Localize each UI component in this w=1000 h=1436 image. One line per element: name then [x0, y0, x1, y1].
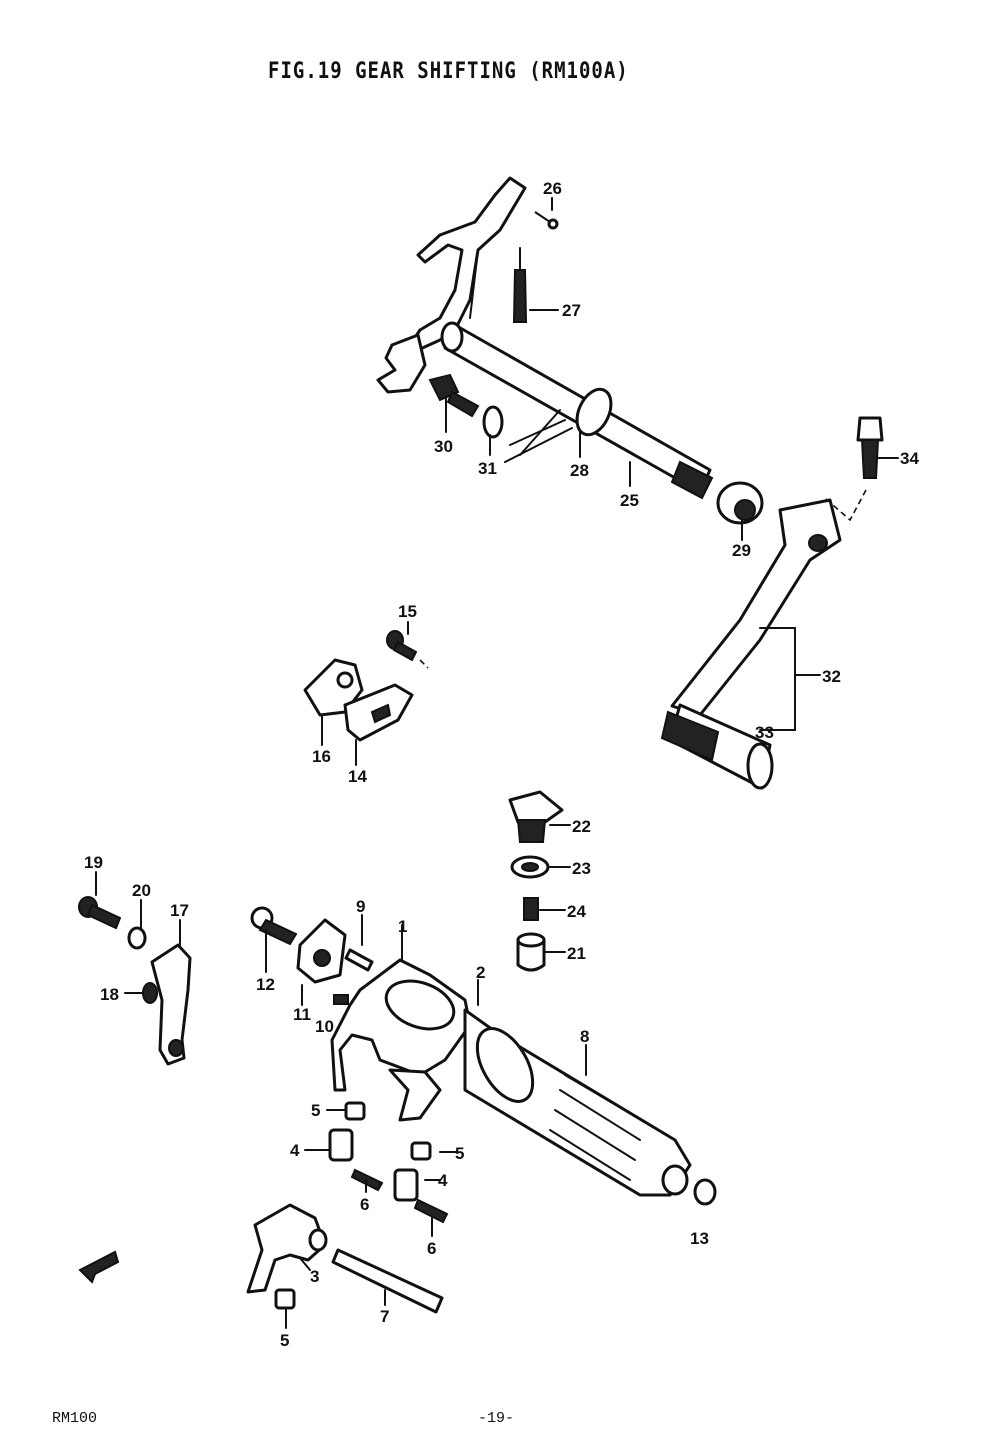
spring-18 — [142, 982, 158, 1004]
callout-11: 11 — [293, 1005, 311, 1024]
callout-23: 23 — [572, 859, 591, 878]
leader-lines — [95, 197, 899, 1329]
spring-24 — [523, 897, 539, 921]
pin-9 — [344, 948, 374, 972]
oring-13 — [693, 1178, 717, 1206]
gear-shift-shaft — [440, 321, 714, 500]
callout-27: 27 — [562, 301, 581, 320]
pin-10 — [333, 994, 349, 1005]
arrow-marker — [78, 1250, 120, 1284]
screw-15 — [386, 630, 429, 669]
callout-1: 1 — [398, 917, 407, 936]
callout-12: 12 — [256, 975, 275, 994]
gearshift-lever — [660, 498, 842, 790]
callout-34: 34 — [900, 449, 919, 468]
bolt-19 — [78, 896, 122, 930]
figure-title: FIG.19 GEAR SHIFTING (RM100A) — [268, 58, 629, 84]
callout-4a: 4 — [290, 1141, 300, 1160]
cam-stopper-21 — [516, 932, 546, 972]
callout-32: 32 — [822, 667, 841, 686]
callout-15: 15 — [398, 602, 417, 621]
callout-5b: 5 — [455, 1144, 464, 1163]
plug-22 — [508, 790, 564, 843]
callout-2: 2 — [476, 963, 485, 982]
footer-page-number: -19- — [478, 1410, 515, 1427]
washer-20 — [127, 926, 147, 950]
fork-shaft-7 — [331, 1248, 444, 1314]
callout-26: 26 — [543, 179, 562, 198]
cam-stopper-plate-11 — [296, 918, 347, 984]
callout-16: 16 — [312, 747, 331, 766]
callout-30: 30 — [434, 437, 453, 456]
spring-pin-27 — [512, 247, 528, 323]
callout-5a: 5 — [311, 1101, 320, 1120]
callout-7: 7 — [380, 1307, 389, 1326]
callout-20: 20 — [132, 881, 151, 900]
gear-shift-cam-stopper — [303, 658, 414, 742]
callout-28: 28 — [570, 461, 589, 480]
callout-21: 21 — [567, 944, 586, 963]
gear-shift-fork-3 — [246, 1203, 328, 1294]
shift-cam-stopper-17 — [150, 943, 192, 1066]
callout-9: 9 — [356, 897, 365, 916]
bolt-12 — [250, 906, 298, 946]
callout-19: 19 — [84, 853, 103, 872]
pin-26 — [534, 211, 559, 230]
footer-model: RM100 — [52, 1410, 98, 1427]
gasket-23 — [510, 855, 550, 879]
callout-14: 14 — [348, 767, 367, 786]
callout-22: 22 — [572, 817, 591, 836]
shaft-return-spring — [504, 387, 613, 463]
callout-labels: 26 27 30 31 28 25 29 34 32 33 15 16 14 2… — [84, 179, 919, 1350]
callout-29: 29 — [732, 541, 751, 560]
gear-shift-shaft-arm — [376, 176, 527, 394]
lever-bolt-34 — [824, 416, 884, 522]
bolt-30 — [428, 373, 480, 418]
callout-5c: 5 — [280, 1331, 289, 1350]
callout-25: 25 — [620, 491, 639, 510]
callout-10: 10 — [315, 1017, 334, 1036]
callout-24: 24 — [567, 902, 586, 921]
callout-6b: 6 — [427, 1239, 436, 1258]
oil-seal-29 — [716, 481, 764, 525]
gear-shift-forks — [330, 958, 472, 1122]
callout-31: 31 — [478, 459, 497, 478]
callout-13: 13 — [690, 1229, 709, 1248]
callout-8: 8 — [580, 1027, 589, 1046]
callout-17: 17 — [170, 901, 189, 920]
callout-33: 33 — [755, 723, 774, 742]
gear-shift-cam — [463, 1008, 692, 1197]
callout-18: 18 — [100, 985, 119, 1004]
callout-3: 3 — [310, 1267, 319, 1286]
callout-4b: 4 — [438, 1171, 448, 1190]
callout-6a: 6 — [360, 1195, 369, 1214]
washer-31 — [482, 405, 504, 439]
